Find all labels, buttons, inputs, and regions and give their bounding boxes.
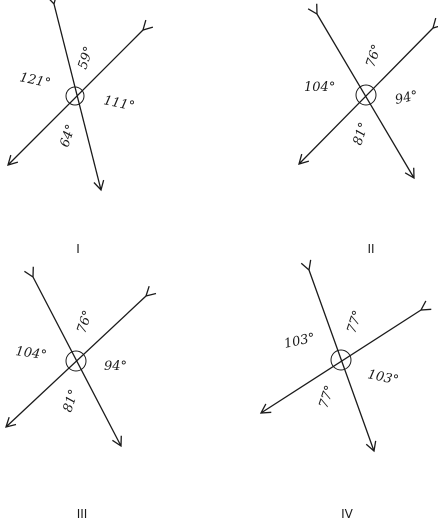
angle-label: 94° <box>104 359 127 374</box>
angle-label: 104° <box>304 80 335 95</box>
line-b <box>5 286 157 428</box>
figure-1: 59° 121° 111° 64° I <box>7 0 154 256</box>
vertex-circle <box>355 84 377 106</box>
vertex-circle <box>330 349 352 371</box>
angle-label: 103° <box>283 331 317 352</box>
vertex-circle <box>65 350 87 372</box>
figure-label: II <box>367 242 374 256</box>
figure-4: 77° 103° 103° 77° IV <box>259 259 432 521</box>
line-a <box>46 0 105 192</box>
angle-label: 64° <box>58 123 79 150</box>
angle-label: 76° <box>75 309 96 336</box>
figure-3: 76° 104° 94° 81° III <box>5 266 157 521</box>
line-b <box>298 17 438 165</box>
angle-label: 94° <box>394 88 420 107</box>
angle-label: 111° <box>102 93 136 114</box>
angle-label: 77° <box>345 309 366 336</box>
line-b <box>7 19 154 166</box>
figure-label: I <box>76 242 80 256</box>
line-b <box>259 300 432 414</box>
angle-label: 59° <box>76 45 97 72</box>
angle-label: 104° <box>14 344 47 363</box>
angle-label: 76° <box>364 43 385 70</box>
angle-label: 103° <box>366 367 400 388</box>
angle-label: 81° <box>351 121 372 148</box>
figure-2: 76° 104° 94° 81° II <box>298 3 438 256</box>
vertex-circle <box>65 86 85 106</box>
angle-label: 81° <box>61 388 82 415</box>
figure-label: IV <box>341 507 354 521</box>
angle-label: 121° <box>18 70 52 91</box>
angle-label: 77° <box>317 384 338 411</box>
figure-label: III <box>77 507 88 521</box>
